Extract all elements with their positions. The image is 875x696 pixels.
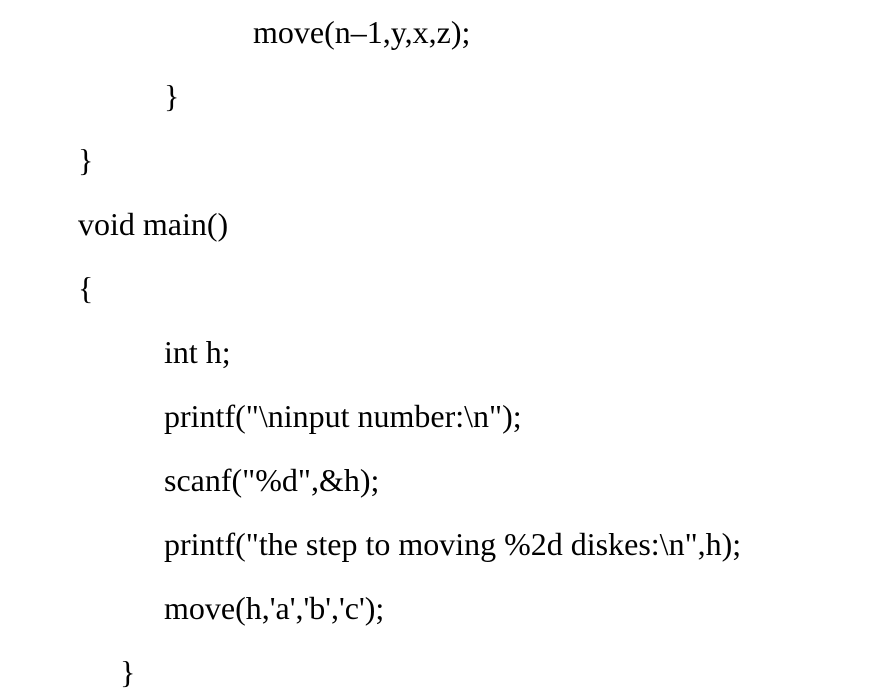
code-line-move-call: move(h,'a','b','c'); <box>164 590 385 626</box>
code-line-scanf: scanf("%d",&h); <box>164 462 380 498</box>
code-line-printf-prompt: printf("\ninput number:\n"); <box>164 398 522 434</box>
code-line-main-close-brace: } <box>120 654 136 690</box>
code-line-function-close-brace: } <box>78 142 94 178</box>
code-line-recursive-move: move(n–1,y,x,z); <box>253 14 471 50</box>
code-line-main-open-brace: { <box>78 270 94 306</box>
code-line-main-signature: void main() <box>78 206 229 242</box>
code-line-declare-h: int h; <box>164 334 231 370</box>
code-line-printf-steps: printf("the step to moving %2d diskes:\n… <box>164 526 742 562</box>
code-line-inner-close-brace: } <box>164 78 180 114</box>
